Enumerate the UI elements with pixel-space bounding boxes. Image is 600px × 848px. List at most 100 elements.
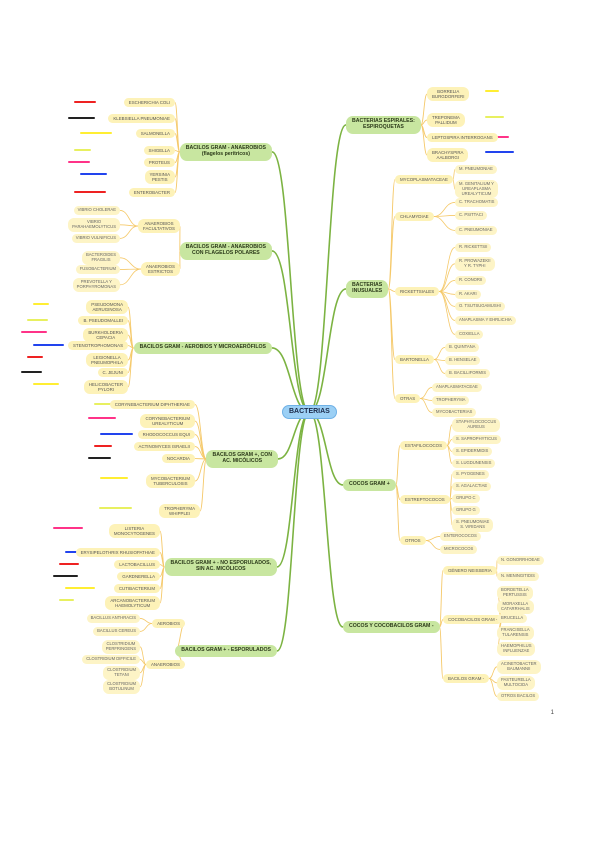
- node-s-epidermidis[interactable]: S. EPIDERMIDIS: [452, 447, 493, 456]
- node-s-lugdunensis[interactable]: S. LUGDUNENSIS: [452, 459, 496, 468]
- branch-bacterias-espirales-espiroquetas[interactable]: BACTERIAS ESPIRALES: ESPIROQUETAS: [346, 116, 421, 134]
- node-mycobacterium-tuberculosis[interactable]: MYCOBACTERIUM TUBERCULOSIS: [145, 474, 195, 489]
- node-clostridium-perfringens[interactable]: CLOSTRIDIUM PERFRINGENS: [101, 640, 140, 654]
- node-bordetella-pertussis[interactable]: BORDETELLA PERTUSSIS: [497, 586, 533, 600]
- node-helicobacter-pylori[interactable]: HELICOBACTER PYLORI: [83, 380, 128, 395]
- node-vibrio-vulnificus[interactable]: VIBRIO VULNIFICUS: [71, 234, 120, 243]
- node-bacilos-gram[interactable]: BACILOS GRAM -: [443, 674, 490, 684]
- node-otros[interactable]: OTROS: [400, 536, 426, 546]
- node-b-quintana[interactable]: B. QUINTANA: [445, 343, 480, 352]
- node-bacillus-anthracis[interactable]: BACILLUS ANTHRACIS: [86, 614, 140, 623]
- node-s-pneumoniae-s-viridans[interactable]: S. PNEUMONIAE S. VIRIDANS: [452, 518, 494, 532]
- node-shigella[interactable]: SHIGELLA: [143, 146, 175, 156]
- node-anaplasmataceae[interactable]: ANAPLASMATACEAE: [432, 383, 482, 392]
- node-corynebacterium-urealyticum[interactable]: CORYNEBACTERIUM UREALYTICUM: [140, 414, 195, 429]
- node-estreptococos[interactable]: ESTREPTOCOCOS: [400, 495, 450, 505]
- node-stenotrophomonas[interactable]: STENOTROPHOMONAS: [67, 341, 128, 351]
- node-c-pneumoniae[interactable]: C. PNEUMONIAE: [455, 226, 497, 235]
- node-treponema-pallidum[interactable]: TREPONEMA PALLIDUM: [427, 113, 465, 128]
- node-moraxella-catarrhalis[interactable]: MORAXELLA CATARRHALIS: [497, 600, 534, 614]
- branch-bacilos-gram-esporulados[interactable]: BACILOS GRAM + - ESPORULADOS: [175, 645, 277, 657]
- node-pseudomona-aeruginosa[interactable]: PSEUDOMONA AERUGINOSA: [86, 300, 128, 315]
- branch-bacilos-gram-no-esporulados-sin-ac-micolicos[interactable]: BACILOS GRAM + - NO ESPORULADOS, SIN AC.…: [164, 558, 277, 576]
- node-brucella[interactable]: BRUCELLA: [497, 614, 528, 623]
- node-genero-neisseria[interactable]: GÉNERO NEISSERIA: [443, 566, 497, 576]
- node-enterococos[interactable]: ENTEROCOCOS: [440, 532, 481, 541]
- node-chlamydiae[interactable]: CHLAMYDIAE: [395, 212, 434, 222]
- node-m-pneumoniae[interactable]: M. PNEUMONIAE: [455, 165, 497, 174]
- node-proteus[interactable]: PROTEUS: [143, 158, 175, 168]
- node-r-conorii[interactable]: R. CONORII: [455, 276, 487, 285]
- node-erysipelothrix-rhusiopathiae[interactable]: ERYSIPELOTHRIX RHUSIOPATHIAE: [75, 548, 160, 558]
- node-anaerobios-facultativos[interactable]: ANAEROBIOS FACULTATIVOS: [138, 219, 180, 234]
- node-fusobacterium[interactable]: FUSOBACTERIUM: [75, 265, 120, 274]
- node-klebsiella-pneumoniae[interactable]: KLEBSIELLA PNEUMONIAE: [108, 114, 175, 124]
- node-clostridium-botulinum[interactable]: CLOSTRIDIUM BOTULINUM: [103, 680, 140, 694]
- node-c-jejuni[interactable]: C. JEJUNI: [97, 368, 128, 378]
- node-aerobios[interactable]: AEROBIOS: [152, 619, 185, 629]
- node-vibrio-cholerae[interactable]: VIBRIO CHOLERAE: [73, 206, 120, 215]
- node-borrelia-burgdorferi[interactable]: BORRELIA BURGDORFERI: [427, 87, 470, 102]
- node-mycobacterias[interactable]: MYCOBACTERIAS: [432, 408, 477, 417]
- node-otros-bacilos[interactable]: OTROS BACILOS: [497, 692, 540, 701]
- node-anaerobios[interactable]: ANAEROBIOS: [145, 660, 185, 670]
- node-enterobacter[interactable]: ENTEROBACTER: [128, 188, 175, 198]
- node-c-psittaci[interactable]: C. PSITTACI: [455, 211, 487, 220]
- node-b-bacilliformis[interactable]: B. BACILLIFORMIS: [445, 369, 490, 378]
- node-micrococos[interactable]: MICROCOCOS: [440, 545, 478, 554]
- node-staphylococcus-aureus[interactable]: STAPHYLOCOCCUS AUREUS: [452, 418, 501, 432]
- node-prevotella-y-porphyromonas[interactable]: PREVOTELLA Y PORPHYROMONAS: [72, 278, 120, 292]
- node-otras[interactable]: OTRAS: [395, 394, 421, 404]
- node-tropheryma[interactable]: TROPHERYMA: [432, 396, 470, 405]
- node-s-pyogenes[interactable]: S. PYOGENES: [452, 470, 489, 479]
- node-burkholderia-cepacia[interactable]: BURKHOLDERIA CEPACIA: [83, 328, 128, 343]
- node-leptospira-interrogans[interactable]: LEPTOSPIRA INTERROGANS: [427, 133, 498, 143]
- node-bacteroides-fragilis[interactable]: BACTEROIDES FRAGILIS: [81, 251, 120, 265]
- node-coxiella[interactable]: COXIELLA: [455, 330, 484, 339]
- branch-bacilos-gram-anaerobios-con-flagelos-polares[interactable]: BACILOS GRAM - ANAEROBIOS CON FLAGELOS P…: [179, 242, 272, 260]
- node-estafilococos[interactable]: ESTAFILOCOCOS: [400, 441, 448, 451]
- node-clostridium-tetani[interactable]: CLOSTRIDIUM TETANI: [103, 666, 140, 680]
- node-clostridium-difficile[interactable]: CLOSTRIDIUM DIFFICILE: [82, 655, 140, 664]
- node-haemophilus-influenzae[interactable]: HAEMOPHILUS INFLUENZAE: [497, 642, 536, 656]
- node-s-agalactiae[interactable]: S. AGALACTIAE: [452, 482, 492, 491]
- node-m-genitalium-y-ureaplasma-urealyticum[interactable]: M. GENITALIUM Y UREAPLASMA UREALYTICUM: [455, 180, 498, 199]
- node-b-henselae[interactable]: B. HENSELAE: [445, 356, 481, 365]
- node-acinetobacter-baumannii[interactable]: ACINETOBACTER BAUMANNII: [497, 660, 541, 674]
- node-bartonella[interactable]: BARTONELLA: [395, 355, 434, 365]
- node-rhodococcus-equi[interactable]: RHODOCOCCUS EQUI: [137, 430, 195, 440]
- root-node-bacterias[interactable]: BACTERIAS: [282, 405, 337, 420]
- branch-bacterias-inusuales[interactable]: BACTERIAS INUSUALES: [346, 280, 389, 298]
- node-corynebacterium-diphtheriae[interactable]: CORYNEBACTERIUM DIPHTHERIAE: [109, 400, 195, 410]
- node-legionella-pneumophila[interactable]: LEGIONELLA PNEUMOPHILA: [86, 353, 128, 368]
- node-arcanobacterium-haemolyticum[interactable]: ARCANOBACTERIUM HAEMOLYTICUM: [105, 596, 160, 611]
- branch-cocos-y-cocobacilos-gram[interactable]: COCOS Y COCOBACILOS GRAM -: [343, 621, 440, 633]
- node-tropheryma-whipplei[interactable]: TROPHERYMA WHIPPLEI: [159, 504, 200, 519]
- node-cutibacterium[interactable]: CUTIBACTERIUM: [113, 584, 160, 594]
- node-r-rickettsii[interactable]: R. RICKETTSII: [455, 243, 492, 252]
- node-s-saprophyticus[interactable]: S. SAPROPHYTICUS: [452, 435, 501, 444]
- branch-cocos-gram[interactable]: COCOS GRAM +: [343, 479, 396, 491]
- node-cocobacilos-gram[interactable]: COCOBACILOS GRAM -: [443, 615, 503, 625]
- node-vibrio-parahaemolyticus[interactable]: VIBRIO PARAHAEMOLYTICUS: [68, 218, 120, 232]
- node-actinomyces-israelii[interactable]: ACTINOMYCES ISRAELII: [133, 442, 195, 452]
- node-francisella-tularensis[interactable]: FRANCISELLA TULARENSIS: [497, 626, 534, 640]
- node-salmonella[interactable]: SALMONELLA: [135, 129, 175, 139]
- node-anaplasma-y-ehrlichia[interactable]: ANAPLASMA Y EHRLICHIA: [455, 316, 516, 325]
- node-anaerobios-estrictos[interactable]: ANAEROBIOS ESTRICTOS: [140, 262, 180, 277]
- node-n-meningitidis[interactable]: N. MENINGITIDIS: [497, 572, 539, 581]
- node-yersinia-pestis[interactable]: YERSINIA PESTIS: [144, 170, 175, 185]
- node-rickettsiales[interactable]: RICKETTSIALES: [395, 287, 440, 297]
- node-escherichia-coli[interactable]: ESCHERICHIA COLI: [123, 98, 175, 108]
- branch-bacilos-gram-aerobios-y-microaerofilos[interactable]: BACILOS GRAM - AEROBIOS Y MICROAERÓFILOS: [133, 342, 272, 354]
- node-lactobacillus[interactable]: LACTOBACILLUS: [114, 560, 160, 570]
- node-n-gonorrhoeae[interactable]: N. GONORRHOEAE: [497, 556, 544, 565]
- node-nocardia[interactable]: NOCARDIA: [161, 454, 195, 464]
- node-bacillus-cereus[interactable]: BACILLUS CEREUS: [93, 627, 140, 636]
- node-r-prowazekii-y-r-typhi[interactable]: R. PROWAZEKII Y R. TYPHI: [455, 257, 495, 271]
- branch-bacilos-gram-con-ac-micolicos[interactable]: BACILOS GRAM +, CON AC. MICÓLICOS: [206, 450, 278, 468]
- node-c-trachomatis[interactable]: C. TRACHOMATIS: [455, 198, 499, 207]
- node-o-tsutsugamushi[interactable]: O. TSUTSUGAMUSHI: [455, 302, 505, 311]
- node-grupo-c[interactable]: GRUPO C: [452, 494, 480, 503]
- node-mycoplasmataceae[interactable]: MYCOPLASMATACEAE: [395, 175, 453, 185]
